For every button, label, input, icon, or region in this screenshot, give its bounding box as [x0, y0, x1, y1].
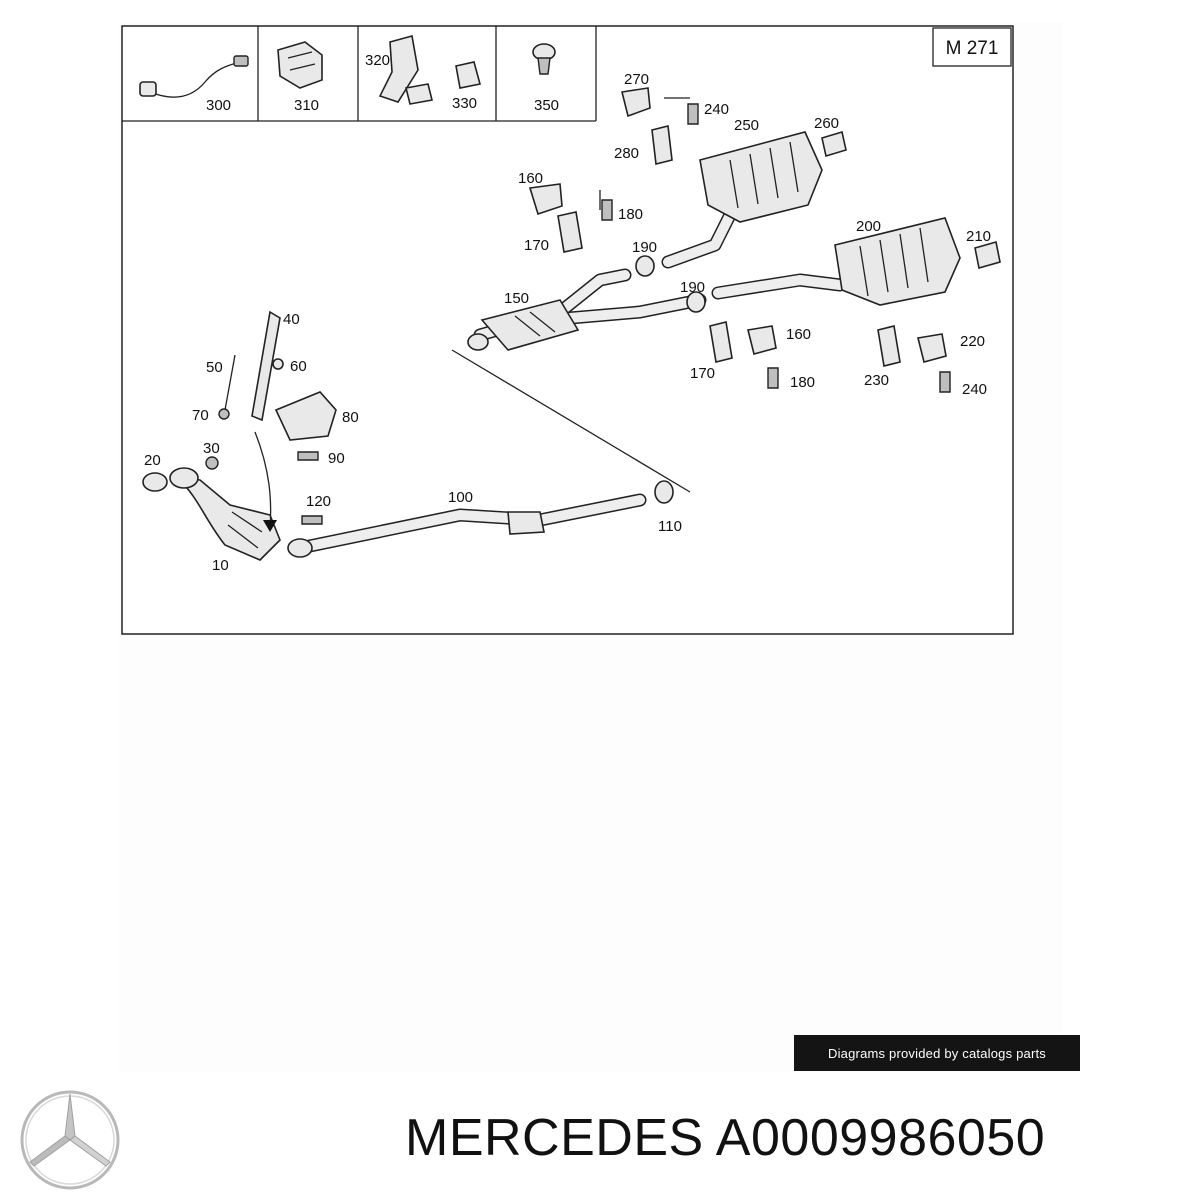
label-80: 80 [342, 409, 359, 426]
label-350: 350 [534, 97, 559, 114]
catalytic-converter-10-part [169, 467, 281, 561]
label-190a: 190 [632, 239, 657, 256]
caption-brand: MERCEDES [405, 1109, 704, 1167]
label-310: 310 [294, 97, 319, 114]
assembly-arrow [254, 431, 272, 529]
mercedes-star-logo [20, 1090, 120, 1190]
label-180a: 180 [618, 206, 643, 223]
label-180b: 180 [790, 374, 815, 391]
engine-code-box [932, 27, 1012, 67]
washer-60-part [272, 358, 284, 370]
label-280: 280 [614, 145, 639, 162]
label-200: 200 [856, 218, 881, 235]
exhaust-pipes [293, 208, 847, 555]
tail-pipe-210-part [974, 240, 1001, 270]
hanger-170a-part [557, 211, 583, 253]
arrow-head [263, 520, 277, 532]
bolt-180b-part [767, 367, 779, 389]
label-100: 100 [448, 489, 473, 506]
label-160b: 160 [786, 326, 811, 343]
label-150: 150 [504, 290, 529, 307]
label-220: 220 [960, 333, 985, 350]
bracket-320-part [378, 34, 433, 105]
strap-40-part [251, 310, 281, 422]
label-230: 230 [864, 372, 889, 389]
clip-330-part [455, 61, 481, 89]
parts-diagram: M 271 [121, 25, 1014, 635]
engine-code: M 271 [946, 38, 999, 59]
bolt-240b-part [939, 371, 951, 393]
bracket-160b-part [747, 325, 777, 355]
bracket-80-part [274, 391, 337, 441]
label-40: 40 [283, 311, 300, 328]
label-30: 30 [203, 440, 220, 457]
rear-silencer-200-part [834, 217, 961, 306]
accessory-boxes [122, 26, 597, 122]
bracket-270-part [621, 87, 651, 118]
bolt-120-part [301, 515, 323, 525]
push-pin-350-part [532, 43, 556, 75]
label-120: 120 [306, 493, 331, 510]
bolt-70-part [218, 408, 230, 420]
clamp-190a-part [635, 255, 655, 277]
label-300: 300 [206, 97, 231, 114]
label-270: 270 [624, 71, 649, 88]
label-240b: 240 [962, 381, 987, 398]
rear-silencer-250-part [699, 131, 823, 223]
part-caption: MERCEDES A0009986050 [405, 1108, 1045, 1168]
label-330: 330 [452, 95, 477, 112]
label-160a: 160 [518, 170, 543, 187]
rod-50-part [224, 354, 236, 411]
bracket-220-part [917, 333, 947, 363]
diagram-credit-banner: Diagrams provided by catalogs parts [794, 1035, 1080, 1071]
bolt-180a-part [601, 199, 613, 221]
label-70: 70 [192, 407, 209, 424]
hanger-170b-part [709, 321, 733, 363]
nut-30-part [205, 456, 219, 470]
caption-part-number: A0009986050 [715, 1109, 1046, 1167]
label-10: 10 [212, 557, 229, 574]
bracket-160a-part [528, 183, 563, 216]
label-190b: 190 [680, 279, 705, 296]
hanger-280-part [651, 125, 673, 165]
label-110: 110 [658, 518, 682, 535]
clamp-110-part [654, 480, 674, 504]
label-170b: 170 [690, 365, 715, 382]
label-60: 60 [290, 358, 307, 375]
front-resonator [507, 511, 545, 535]
hanger-230-part [877, 325, 901, 367]
part-number-labels: 300 310 320 330 350 270 240 250 260 280 … [144, 52, 991, 574]
guide-lines [451, 97, 691, 493]
label-90: 90 [328, 450, 345, 467]
bolt-90-part [297, 451, 319, 461]
pipe-flange [287, 538, 313, 558]
bolt-240a-part [687, 103, 699, 125]
label-50: 50 [206, 359, 223, 376]
label-260: 260 [814, 115, 839, 132]
center-silencer-150-part [467, 299, 580, 351]
tail-pipe-260-part [821, 130, 847, 158]
label-20: 20 [144, 452, 161, 469]
label-250: 250 [734, 117, 759, 134]
label-210: 210 [966, 228, 991, 245]
label-320: 320 [365, 52, 390, 69]
gasket-20-part [142, 472, 168, 492]
clamp-190b-part [686, 291, 706, 313]
oxygen-sensor-part [139, 55, 249, 98]
label-240a: 240 [704, 101, 729, 118]
label-170a: 170 [524, 237, 549, 254]
bracket-310-part [277, 41, 323, 89]
